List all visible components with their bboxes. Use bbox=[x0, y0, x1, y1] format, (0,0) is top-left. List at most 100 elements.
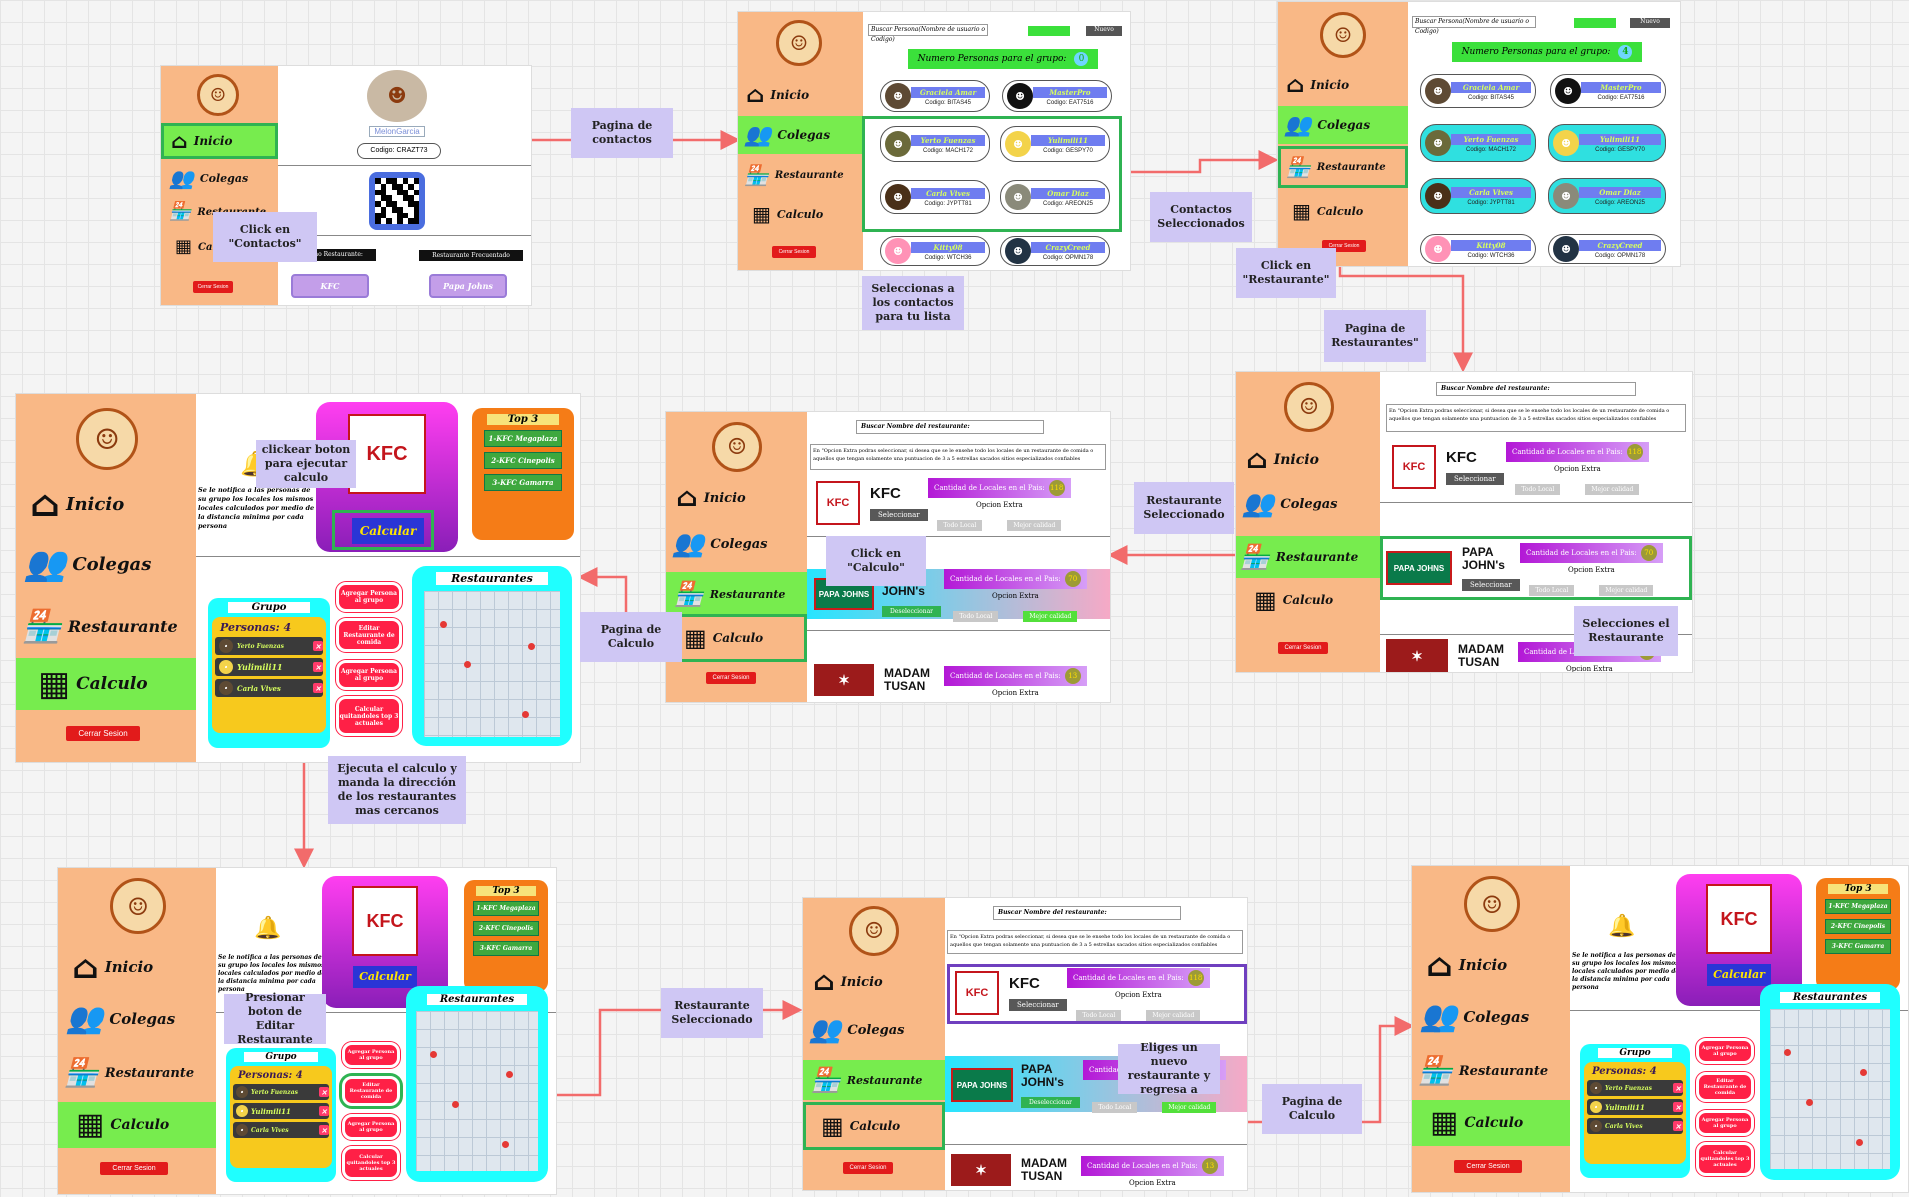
nav-colegas[interactable]: 👥Colegas bbox=[1242, 489, 1338, 519]
nav-restaurante[interactable]: 🏪Restaurante bbox=[1418, 1054, 1549, 1087]
nav-calculo[interactable]: ▦Calculo bbox=[1254, 585, 1334, 614]
logout-button[interactable]: Cerrar Sesion bbox=[193, 281, 233, 293]
calcular-button[interactable]: Calcular bbox=[353, 966, 417, 988]
recalculate-button[interactable]: Calcular quitandoles top 3 actuales bbox=[342, 1146, 400, 1180]
new-button[interactable]: Nuevo bbox=[1086, 26, 1122, 36]
best-quality-button[interactable]: Mejor calidad bbox=[1023, 611, 1078, 622]
calcular-button[interactable]: Calcular bbox=[352, 518, 424, 544]
all-locales-button[interactable]: Todo Local bbox=[1092, 1102, 1138, 1113]
nav-colegas[interactable]: 👥Colegas bbox=[1278, 106, 1408, 144]
nav-restaurante[interactable]: 🏪Restaurante bbox=[1278, 146, 1408, 188]
search-input[interactable]: Buscar Persona(Nombre de usuario o Codig… bbox=[868, 24, 988, 43]
nav-inicio[interactable]: ⌂Inicio bbox=[813, 967, 883, 997]
nav-restaurante[interactable]: 🏪Restaurante bbox=[22, 607, 178, 645]
edit-restaurant-button[interactable]: Editar Restaurante de comida bbox=[336, 618, 402, 652]
nav-inicio[interactable]: ⌂Inicio bbox=[30, 483, 125, 525]
add-person-button[interactable]: Agregar Persona al grupo bbox=[1696, 1110, 1754, 1136]
select-button[interactable]: Seleccionar bbox=[1462, 578, 1520, 591]
search-input[interactable]: Buscar Nombre del restaurante: bbox=[1436, 382, 1636, 396]
all-locales-button[interactable]: Todo Local bbox=[953, 611, 999, 622]
nav-calculo[interactable]: ▦Calculo bbox=[666, 614, 807, 662]
map-pin[interactable] bbox=[440, 621, 447, 628]
map-pin[interactable] bbox=[1806, 1099, 1813, 1106]
edit-restaurant-button[interactable]: Editar Restaurante de comida bbox=[1696, 1072, 1754, 1102]
nav-inicio[interactable]: ⌂Inicio bbox=[746, 82, 810, 108]
select-button[interactable]: Seleccionar bbox=[870, 509, 928, 521]
nav-inicio[interactable]: ⌂Inicio bbox=[72, 948, 154, 986]
best-quality-button[interactable]: Mejor calidad bbox=[1007, 520, 1062, 531]
recalculate-button[interactable]: Calcular quitandoles top 3 actuales bbox=[336, 696, 402, 736]
add-person-button[interactable]: Agregar Persona al grupo bbox=[1696, 1038, 1754, 1064]
best-quality-button[interactable]: Mejor calidad bbox=[1599, 585, 1654, 596]
deselect-button[interactable]: Deseleccionar bbox=[1021, 1096, 1081, 1108]
best-quality-button[interactable]: Mejor calidad bbox=[1162, 1102, 1217, 1113]
map-pin[interactable] bbox=[502, 1141, 509, 1148]
delete-icon[interactable]: ✕ bbox=[319, 1106, 329, 1116]
recalculate-button[interactable]: Calcular quitandoles top 3 actuales bbox=[1696, 1142, 1754, 1176]
all-locales-button[interactable]: Todo Local bbox=[1515, 484, 1561, 495]
map-pin[interactable] bbox=[452, 1101, 459, 1108]
nav-restaurante[interactable]: 🏪Restaurante bbox=[744, 163, 844, 187]
nav-restaurante[interactable]: 🏪Restaurante bbox=[1236, 536, 1380, 578]
nav-calculo[interactable]: ▦Calculo bbox=[752, 202, 824, 226]
nav-calculo[interactable]: ▦Calculo bbox=[803, 1102, 945, 1150]
search-input[interactable]: Buscar Nombre del restaurante: bbox=[856, 420, 1044, 434]
delete-icon[interactable]: ✕ bbox=[1673, 1121, 1683, 1131]
delete-icon[interactable]: ✕ bbox=[319, 1087, 329, 1097]
nav-colegas[interactable]: 👥Colegas bbox=[809, 1015, 905, 1045]
add-person-button[interactable]: Agregar Persona al grupo bbox=[336, 660, 402, 690]
nav-calculo[interactable]: ▦Calculo bbox=[16, 658, 196, 710]
nav-inicio[interactable]: ⌂Inicio bbox=[161, 123, 278, 159]
nav-restaurante[interactable]: 🏪Restaurante bbox=[803, 1060, 945, 1100]
best-quality-button[interactable]: Mejor calidad bbox=[1146, 1010, 1201, 1021]
nav-colegas[interactable]: 👥Colegas bbox=[24, 544, 152, 584]
delete-icon[interactable]: ✕ bbox=[313, 683, 323, 693]
select-button[interactable]: Seleccionar bbox=[1009, 999, 1067, 1011]
all-locales-button[interactable]: Todo Local bbox=[1076, 1010, 1122, 1021]
deselect-button[interactable]: Deseleccionar bbox=[882, 605, 942, 617]
delete-icon[interactable]: ✕ bbox=[313, 662, 323, 672]
new-button[interactable]: Nuevo bbox=[1630, 18, 1670, 28]
logout-button[interactable]: Cerrar Sesion bbox=[1454, 1160, 1522, 1173]
nav-colegas[interactable]: 👥Colegas bbox=[672, 529, 768, 559]
map-pin[interactable] bbox=[528, 643, 535, 650]
logout-button[interactable]: Cerrar Sesion bbox=[100, 1162, 168, 1175]
map-pin[interactable] bbox=[522, 711, 529, 718]
delete-icon[interactable]: ✕ bbox=[313, 641, 323, 651]
logout-button[interactable]: Cerrar Sesion bbox=[66, 726, 140, 741]
map[interactable] bbox=[416, 1011, 538, 1171]
nav-colegas[interactable]: 👥Colegas bbox=[1420, 999, 1530, 1034]
nav-colegas[interactable]: 👥Colegas bbox=[738, 116, 863, 154]
logout-button[interactable]: Cerrar Sesion bbox=[843, 1162, 893, 1174]
search-button[interactable]: Buscar bbox=[1574, 18, 1616, 28]
map-pin[interactable] bbox=[506, 1071, 513, 1078]
logout-button[interactable]: Cerrar Sesion bbox=[772, 246, 816, 258]
select-button[interactable]: Seleccionar bbox=[1446, 473, 1504, 485]
logout-button[interactable]: Cerrar Sesion bbox=[1278, 642, 1328, 654]
nav-colegas[interactable]: 👥Colegas bbox=[169, 166, 249, 190]
add-person-button[interactable]: Agregar Persona al grupo bbox=[342, 1042, 400, 1068]
search-input[interactable]: Buscar Nombre del restaurante: bbox=[993, 906, 1181, 920]
edit-restaurant-button[interactable]: Editar Restaurante de comida bbox=[342, 1076, 400, 1106]
best-quality-button[interactable]: Mejor calidad bbox=[1585, 484, 1640, 495]
map-pin[interactable] bbox=[464, 661, 471, 668]
nav-inicio[interactable]: ⌂Inicio bbox=[1286, 72, 1350, 98]
add-person-button[interactable]: Agregar Persona al grupo bbox=[342, 1114, 400, 1140]
nav-calculo[interactable]: ▦Calculo bbox=[1412, 1100, 1570, 1146]
calcular-button[interactable]: Calcular bbox=[1707, 964, 1771, 986]
nav-inicio[interactable]: ⌂Inicio bbox=[1246, 445, 1319, 475]
